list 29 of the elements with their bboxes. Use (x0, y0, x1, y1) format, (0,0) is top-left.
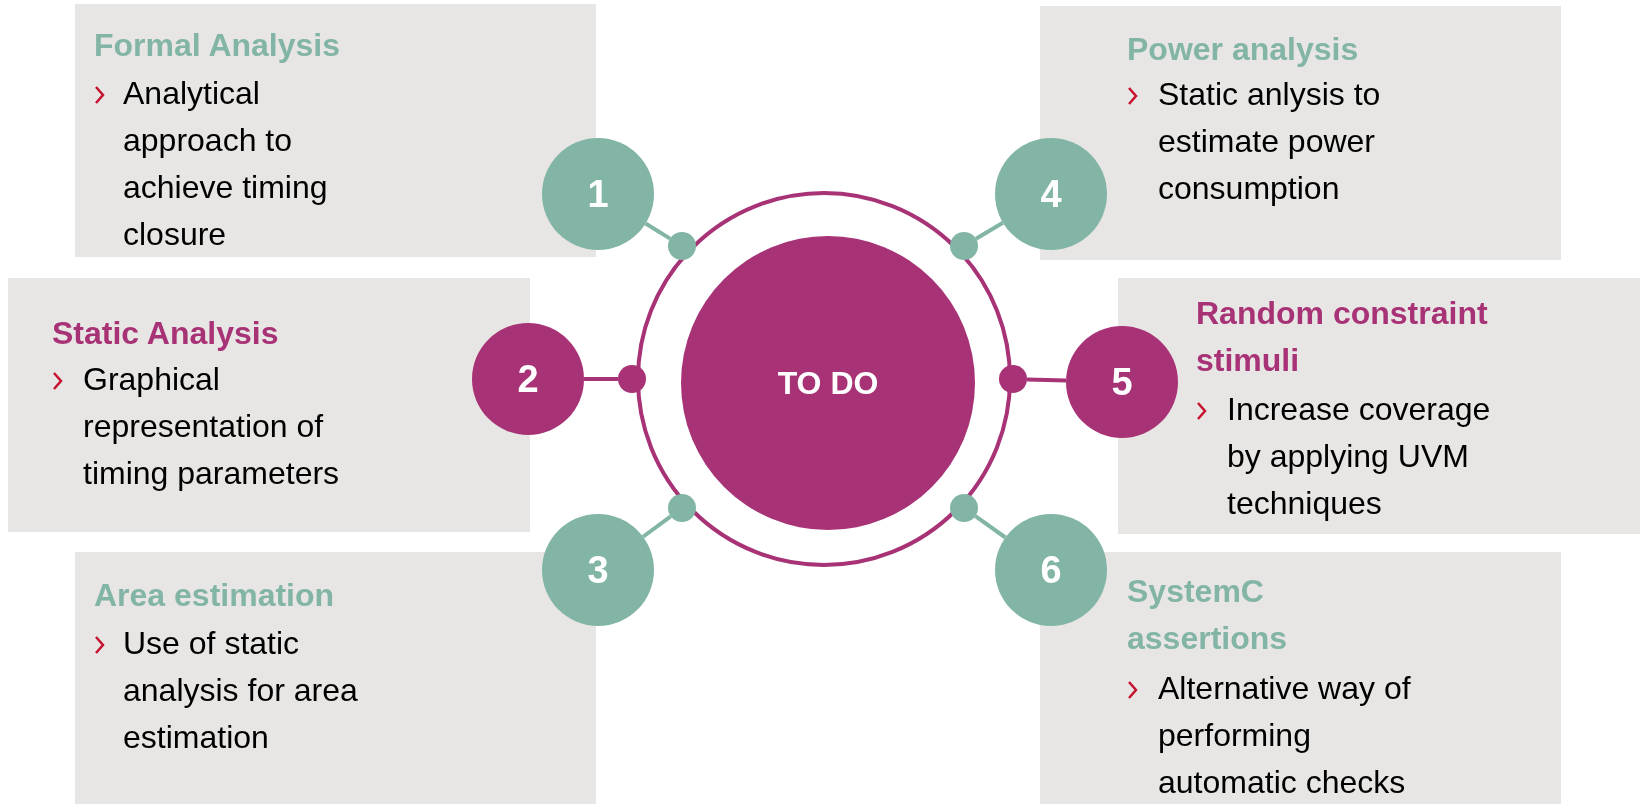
ring-outline (636, 191, 1012, 567)
bullet-text: Static anlysis to estimate power consumption (1158, 75, 1382, 208)
card-heading: Formal Analysis (94, 26, 341, 65)
bullet-text: Use of static analysis for area estimation (123, 624, 359, 757)
connector-line (1026, 377, 1067, 383)
number-circle: 3 (542, 514, 654, 626)
card-heading: Random constraint stimuli (1196, 294, 1489, 380)
hub-circle: TO DO (681, 236, 975, 530)
number-circle: 2 (472, 323, 584, 435)
number-circle: 5 (1066, 326, 1178, 438)
text-card (1040, 6, 1561, 260)
connector-line (641, 514, 672, 539)
card-heading: Power analysis (1127, 30, 1360, 69)
bullet-text: Increase coverage by applying UVM techniques (1227, 390, 1492, 523)
bullet-text: Analytical approach to achieve timing closure (123, 74, 329, 254)
number-circle: 4 (995, 138, 1107, 250)
text-card (1040, 552, 1561, 804)
bullet-text: Alternative way of performing automatic checks (1158, 669, 1412, 802)
bullet-text: Graphical representation of timing parameters (83, 360, 341, 493)
connector-line (644, 221, 672, 241)
card-heading: Area estimation (94, 576, 336, 615)
connector-line (975, 221, 1004, 241)
connector-dot (618, 365, 646, 393)
number-circle: 6 (995, 514, 1107, 626)
card-heading: Static Analysis (52, 314, 280, 353)
card-heading: SystemC assertions (1127, 572, 1289, 658)
connector-line (584, 377, 618, 381)
connector-line (974, 514, 1007, 540)
connector-dot (999, 365, 1027, 393)
